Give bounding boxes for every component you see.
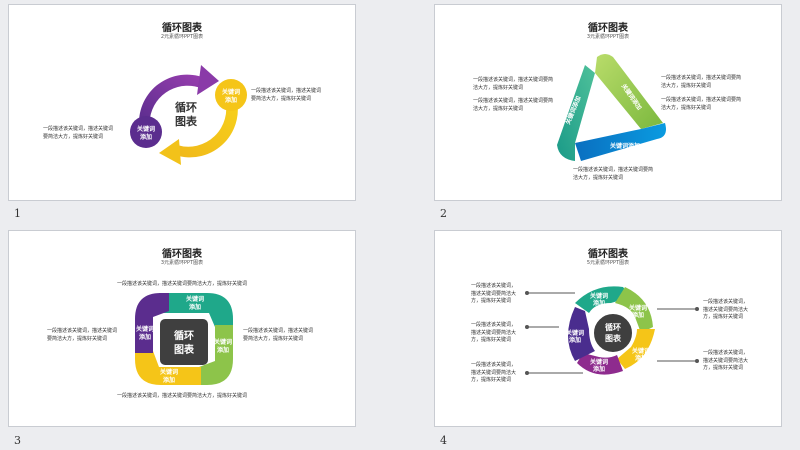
segment-green-line-2: 添加 xyxy=(632,311,644,319)
segment-magenta-line-1: 关键词 xyxy=(590,358,608,366)
square-cycle-diagram: 循环 图表 关键词 添加 关键词 添加 关键词 添加 关键词 添加 xyxy=(135,293,233,385)
segment-indigo-line-2: 添加 xyxy=(569,336,581,344)
slide-subtitle: 3元素循环PPT图表 xyxy=(586,34,630,40)
description-right-top: 一段描述该关键词，描述关键词要简洁大方，提炼好关键词 xyxy=(661,75,742,89)
triangle-cycle-diagram: 关键词添加 关键词添加 关键词添加 xyxy=(557,54,666,161)
segment-yellow-line-2: 添加 xyxy=(163,376,175,384)
slide-number-3: 3 xyxy=(14,434,21,447)
description-left-top: 一段描述该关键词，描述关键词要简洁大方，提炼好关键词 xyxy=(473,77,554,91)
slide-title: 循环图表 xyxy=(162,249,202,260)
segment-teal-line-1: 关键词 xyxy=(590,292,608,300)
description-left: 一段描述该关键词，描述关键词要简洁大方，提炼好关键词 xyxy=(47,328,118,342)
node-2-line-2: 添加 xyxy=(140,133,152,141)
description-left-bottom: 一段描述该关键词，描述关键词要简洁大方，提炼好关键词 xyxy=(473,98,554,112)
slide-title: 循环图表 xyxy=(162,23,202,34)
segment-purple-line-2: 添加 xyxy=(139,333,151,341)
center-line-1: 循环 xyxy=(604,322,621,332)
segment-green xyxy=(199,325,233,385)
description-right: 一段描述该关键词，描述关键词要简洁大方，提炼好关键词 xyxy=(243,328,314,342)
description-right-2: 一段描述该关键词，描述关键词要简洁大方，提炼好关键词 xyxy=(703,350,749,371)
slide-thumbnail-4[interactable]: 循环图表 5元素循环PPT图表 循环 图表 关键词 添加 关键词 添加 关键词 … xyxy=(434,230,782,427)
description-right-bottom: 一段描述该关键词，描述关键词要简洁大方，提炼好关键词 xyxy=(661,97,742,111)
description-bottom: 一段描述该关键词，描述关键词要简洁大方，提炼好关键词 xyxy=(117,393,248,399)
node-2 xyxy=(130,116,162,148)
cycle-diagram: 关键词 添加 关键词 添加 循环 图表 xyxy=(130,65,247,165)
description-top: 一段描述该关键词，描述关键词要简洁大方，提炼好关键词 xyxy=(117,281,248,287)
slide-subtitle: 2元素循环PPT图表 xyxy=(160,34,204,40)
segment-purple xyxy=(135,293,169,353)
description-right: 一段描述该关键词，描述关键词要简洁大方，提炼好关键词 xyxy=(251,88,322,102)
segment-green-line-1: 关键词 xyxy=(214,338,232,346)
slide-thumbnail-1[interactable]: 循环图表 2元素循环PPT图表 关键词 添加 关键词 添加 循环 图表 一段描述… xyxy=(8,4,356,201)
node-1 xyxy=(215,79,247,111)
slide-subtitle: 3元素循环PPT图表 xyxy=(160,260,204,266)
segment-green-line-2: 添加 xyxy=(217,346,229,354)
segment-green xyxy=(595,54,663,129)
slide-number-1: 1 xyxy=(14,207,21,220)
description-left-1: 一段描述该关键词，描述关键词要简洁大方，提炼好关键词 xyxy=(471,283,517,304)
center-line-2: 图表 xyxy=(175,114,198,128)
yellow-arrowhead xyxy=(159,139,181,165)
segment-indigo-line-1: 关键词 xyxy=(566,329,584,337)
center-line-2: 图表 xyxy=(605,333,622,343)
description-left-3: 一段描述该关键词，描述关键词要简洁大方，提炼好关键词 xyxy=(471,362,517,383)
segment-green-line-1: 关键词 xyxy=(629,304,647,312)
segment-yellow xyxy=(617,329,655,369)
slide-number-2: 2 xyxy=(440,207,447,220)
segment-yellow-line-1: 关键词 xyxy=(632,347,650,355)
segment-magenta-line-2: 添加 xyxy=(593,365,605,373)
center-line-1: 循环 xyxy=(174,329,194,342)
segment-blue xyxy=(575,123,666,161)
center-circle xyxy=(592,312,634,354)
segment-yellow xyxy=(135,351,201,385)
slide-title: 循环图表 xyxy=(588,249,628,260)
segment-yellow-line-2: 添加 xyxy=(635,354,647,362)
segment-teal-line-2: 添加 xyxy=(189,303,201,311)
segment-magenta xyxy=(577,353,623,375)
slide-number-4: 4 xyxy=(440,434,447,447)
slide-subtitle: 5元素循环PPT图表 xyxy=(586,260,630,266)
description-left-2: 一段描述该关键词，描述关键词要简洁大方，提炼好关键词 xyxy=(471,322,517,343)
yellow-arrow xyxy=(175,93,238,158)
description-right-1: 一段描述该关键词，描述关键词要简洁大方，提炼好关键词 xyxy=(703,299,749,320)
segment-blue-label: 关键词添加 xyxy=(610,142,640,150)
segment-teal xyxy=(557,65,595,161)
segment-indigo xyxy=(568,307,595,361)
segment-teal xyxy=(575,286,631,313)
description-bottom: 一段描述该关键词，描述关键词要简洁大方，提炼好关键词 xyxy=(573,167,654,181)
segment-yellow-line-1: 关键词 xyxy=(160,368,178,376)
node-1-line-2: 添加 xyxy=(225,96,237,104)
node-1-line-1: 关键词 xyxy=(222,88,240,96)
pentagon-cycle-diagram: 循环 图表 关键词 添加 关键词 添加 关键词 添加 关键词 添加 关键词 添加 xyxy=(525,286,699,375)
node-2-line-1: 关键词 xyxy=(137,125,155,133)
slide-thumbnail-3[interactable]: 循环图表 3元素循环PPT图表 循环 图表 关键词 添加 关键词 添加 关键词 … xyxy=(8,230,356,427)
slide-thumbnail-2[interactable]: 循环图表 3元素循环PPT图表 关键词添加 关键词添加 关键词添加 一段描述该关… xyxy=(434,4,782,201)
segment-green xyxy=(615,287,653,333)
slide-title: 循环图表 xyxy=(588,23,628,34)
segment-teal xyxy=(159,293,233,327)
segment-teal-line-2: 添加 xyxy=(593,299,605,307)
segment-purple-line-1: 关键词 xyxy=(136,325,154,333)
purple-arrowhead xyxy=(197,65,219,95)
center-line-1: 循环 xyxy=(175,100,197,114)
center-line-2: 图表 xyxy=(174,343,195,356)
segment-teal-line-1: 关键词 xyxy=(186,295,204,303)
center-box xyxy=(160,319,208,365)
description-left: 一段描述该关键词，描述关键词要简洁大方，提炼好关键词 xyxy=(43,126,114,140)
purple-arrow xyxy=(139,74,207,122)
